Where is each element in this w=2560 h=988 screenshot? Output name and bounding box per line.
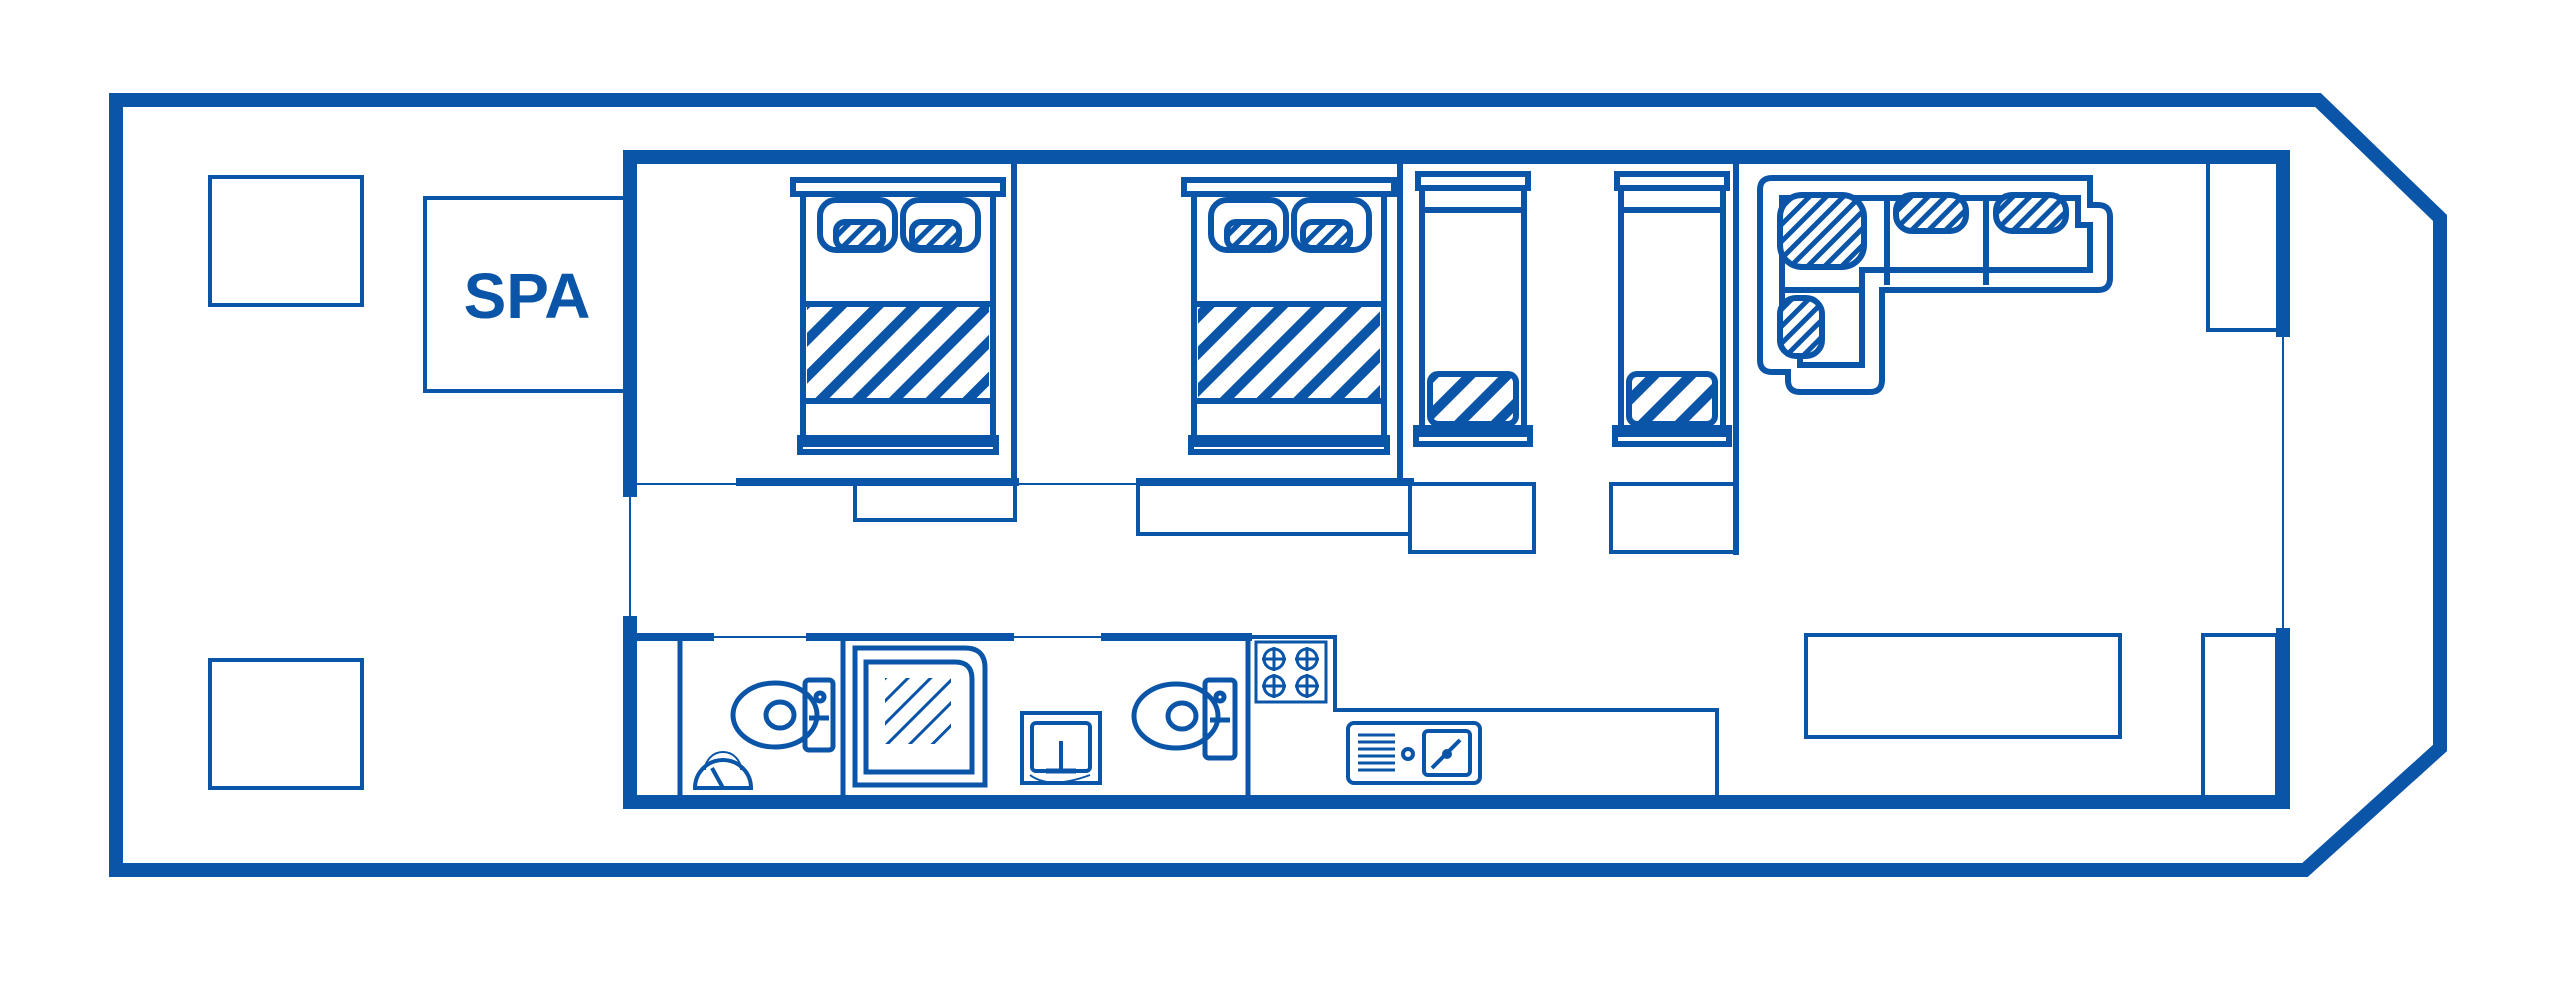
cooktop-icon xyxy=(1254,640,1328,704)
cabin-walls xyxy=(623,150,2290,809)
deck-square xyxy=(208,175,364,307)
thin-lines xyxy=(629,330,2284,638)
vanity-sink xyxy=(1020,711,1102,785)
corner-sofa xyxy=(1757,175,2113,395)
double-bed xyxy=(1181,177,1397,455)
single-bed xyxy=(1612,171,1732,447)
hull-outline xyxy=(109,93,2447,877)
deck-square xyxy=(208,658,364,790)
double-bed xyxy=(790,177,1006,455)
bathroom-walls xyxy=(633,633,1252,803)
coffee-table xyxy=(1804,633,2122,739)
shower xyxy=(852,645,988,788)
spa-label: SPA xyxy=(464,260,591,332)
gauge-icon xyxy=(692,751,754,790)
kitchen-sink xyxy=(1346,721,1482,785)
lounge-cabinet xyxy=(2206,160,2280,332)
wardrobes xyxy=(853,482,1737,554)
lounge-cabinet xyxy=(2201,633,2279,799)
toilet xyxy=(1131,677,1238,761)
kitchen-bench xyxy=(1252,635,1719,797)
toilet xyxy=(730,677,836,753)
single-bed xyxy=(1413,171,1533,447)
